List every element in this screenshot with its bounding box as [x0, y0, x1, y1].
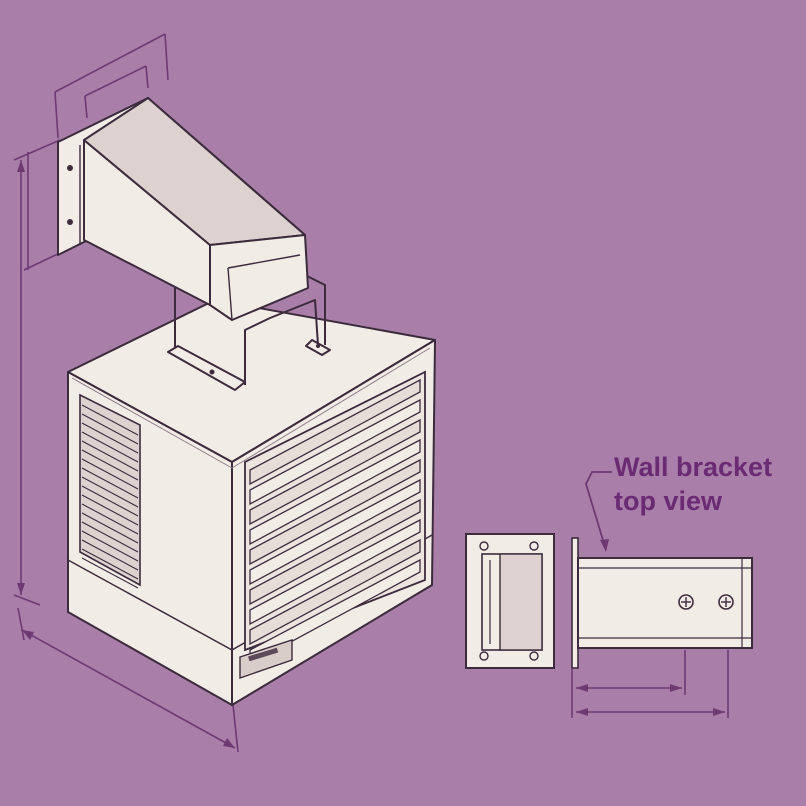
grille-slat	[81, 503, 139, 535]
grille-slat	[81, 539, 139, 571]
louver-blade	[249, 458, 421, 566]
grille-slat	[81, 431, 139, 463]
callout-leader-line	[585, 471, 612, 552]
louver-blades	[249, 378, 421, 666]
louver-blade	[249, 498, 421, 606]
grille-slat	[81, 404, 139, 436]
grille-slat	[81, 467, 139, 499]
grille-slat	[81, 521, 139, 553]
nameplate-badge	[239, 639, 293, 679]
grille-slat	[81, 413, 139, 445]
grille-slat	[81, 485, 139, 517]
louver-blade	[249, 398, 421, 506]
louver-blade	[249, 538, 421, 646]
grille-slat	[81, 494, 139, 526]
callout-label-line-1: Wall bracket	[614, 452, 773, 482]
grille-slat	[81, 548, 139, 580]
end-plate-hole	[479, 651, 489, 661]
depth-dimension-line	[21, 629, 236, 749]
callout-label-line-2: top view	[614, 486, 723, 516]
grille-slat	[81, 530, 139, 562]
wall-plate-bolt-hole	[67, 219, 73, 225]
grille-slat	[81, 512, 139, 544]
grille-slat	[81, 476, 139, 508]
bracket-width-dimension-line	[54, 33, 166, 93]
grille-slat	[81, 458, 139, 490]
front-louver-assembly	[244, 370, 426, 666]
bracket-end-channel	[209, 234, 309, 321]
grille-slat	[81, 557, 139, 589]
side-air-grille	[79, 393, 141, 589]
height-extension-bottom	[13, 594, 41, 606]
top-view-dimensions	[571, 650, 729, 718]
end-plate-hole	[479, 541, 489, 551]
dimension-lines	[13, 33, 239, 753]
height-extension-top	[13, 139, 61, 161]
grille-slat	[81, 449, 139, 481]
louver-blade	[249, 478, 421, 586]
bracket-height-extension	[23, 251, 63, 271]
wall-plate-bolt-hole	[67, 165, 73, 171]
louver-blade	[249, 518, 421, 626]
louver-blade	[249, 438, 421, 546]
bracket-top-view-drawing	[465, 533, 753, 669]
louver-blade	[249, 418, 421, 526]
grille-slat	[81, 440, 139, 472]
end-plate-hole	[529, 651, 539, 661]
bracket-inner-width-dimension-line	[84, 65, 147, 97]
end-plate-hole	[529, 541, 539, 551]
arm-bolt	[678, 594, 694, 610]
wall-bracket	[57, 97, 309, 321]
grille-slat	[81, 422, 139, 454]
arm-bolt	[718, 594, 734, 610]
louver-blade	[249, 378, 421, 486]
